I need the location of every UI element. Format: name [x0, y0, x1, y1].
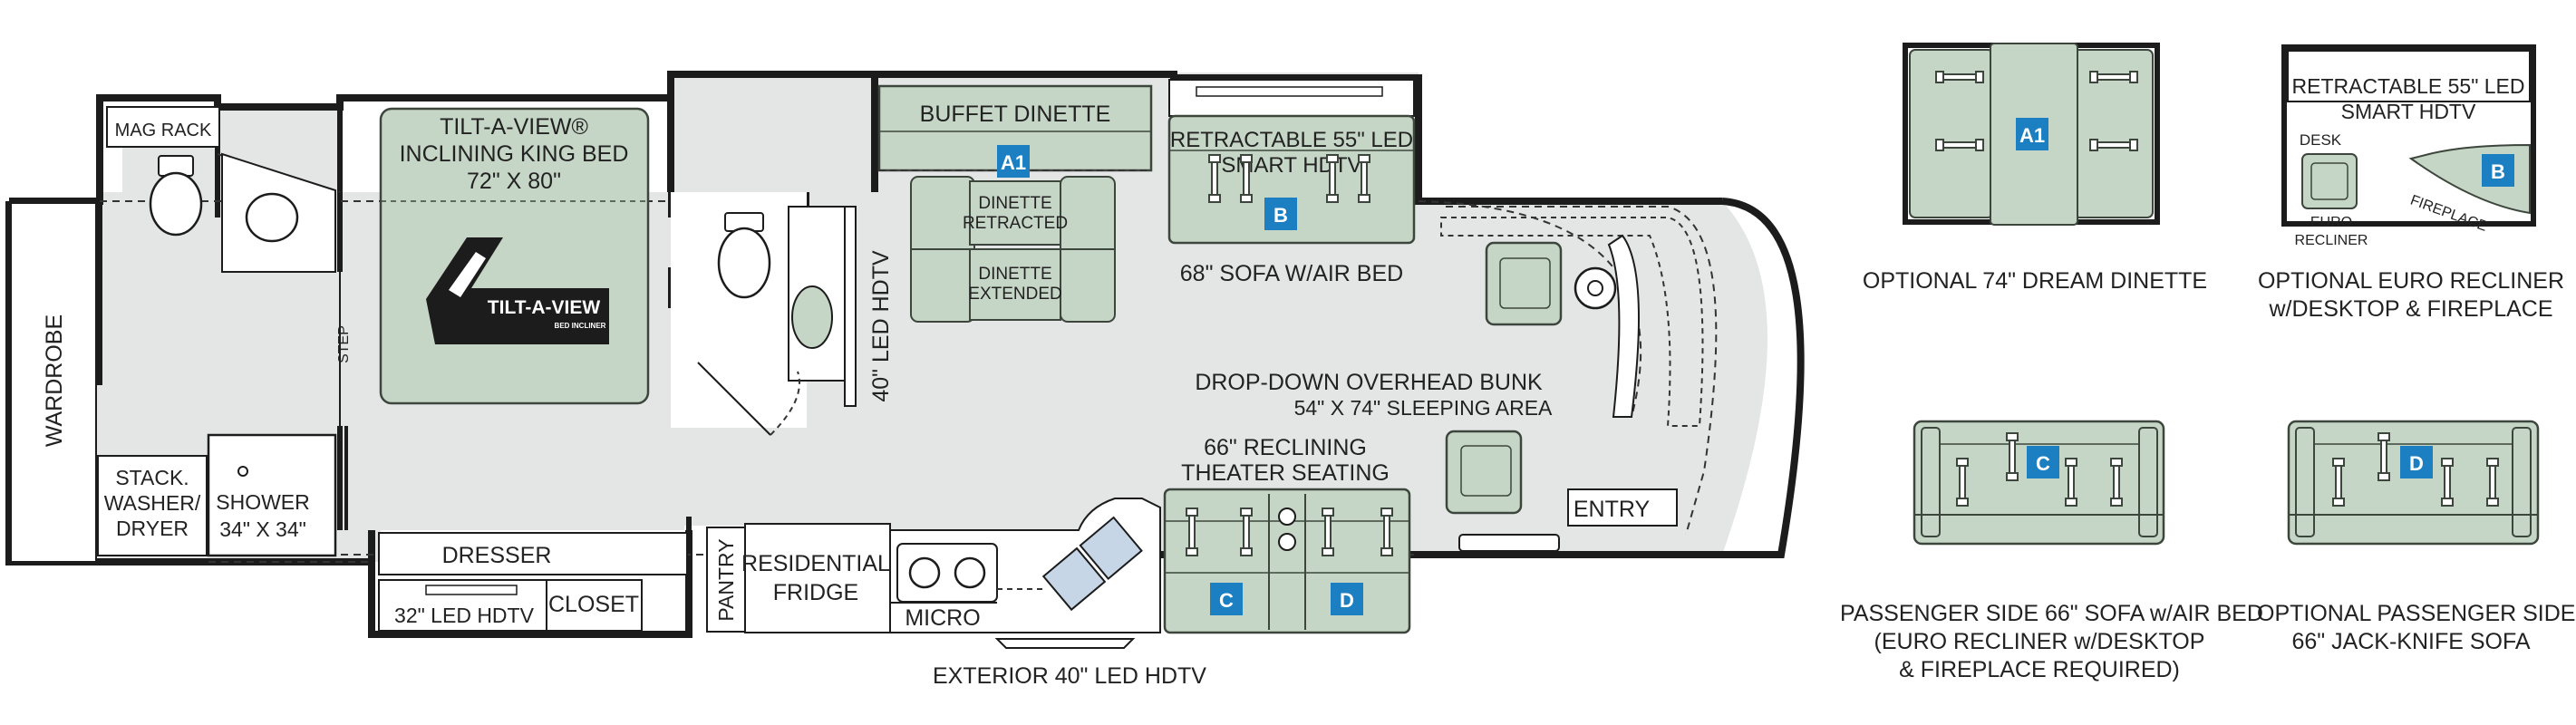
mag-rack [106, 106, 220, 148]
living-sofa: RETRACTABLE 55" LED SMART HDTV B 68" SOF… [1167, 79, 1416, 286]
dinette-retracted-1: DINETTE [978, 194, 1051, 213]
closet [546, 579, 643, 632]
option-sofa-caption: PASSENGER SIDE 66" SOFA w/AIR BED (EURO … [1840, 600, 2263, 684]
pantry-label: PANTRY [714, 538, 738, 621]
bed-label-line1: TILT-A-VIEW® [440, 114, 588, 140]
fridge-line2: FRIDGE [773, 580, 858, 605]
option-jackknife-badge: D [2409, 452, 2424, 475]
shower-line2: 34" X 34" [219, 517, 306, 541]
washer-line1: STACK. [115, 466, 189, 489]
option-jackknife-sofa: D [2287, 420, 2540, 546]
theater-line2: THEATER SEATING [1181, 460, 1390, 486]
tilt-a-view-logo: TILT-A-VIEW BED INCLINER [426, 237, 609, 344]
hall-tv-label: 40" LED HDTV [868, 250, 894, 402]
option-dinette-caption: OPTIONAL 74" DREAM DINETTE [1849, 267, 2221, 295]
badge-c: C [1219, 589, 1234, 612]
living-tv-line1: RETRACTABLE 55" LED [1170, 128, 1413, 152]
bedroom-tv-label: 32" LED HDTV [394, 604, 535, 627]
option-recliner-caption-line2: w/DESKTOP & FIREPLACE [2269, 296, 2553, 322]
option-dream-dinette: A1 [1903, 43, 2160, 226]
closet-label: CLOSET [548, 592, 639, 617]
galley-counter [889, 498, 1161, 633]
toilet [149, 155, 203, 237]
exterior-tv-label: EXTERIOR 40" LED HDTV [933, 663, 1206, 689]
wardrobe [10, 202, 97, 563]
bunk-line2: 54" X 74" SLEEPING AREA [1294, 396, 1553, 420]
option-recliner-tv-line2: SMART HDTV [2341, 100, 2476, 123]
option-sofa-caption-line3: & FIREPLACE REQUIRED) [1899, 657, 2180, 682]
dinette-retracted-2: RETRACTED [963, 214, 1068, 233]
option-recliner-caption-line1: OPTIONAL EURO RECLINER [2257, 268, 2565, 294]
option-dinette-caption-line: OPTIONAL 74" DREAM DINETTE [1862, 268, 2208, 294]
washer-line2: WASHER/ [104, 491, 201, 515]
entry-label: ENTRY [1574, 497, 1651, 522]
logo-text: TILT-A-VIEW [488, 297, 601, 318]
fridge-line1: RESIDENTIAL [741, 551, 890, 576]
cockpit [1440, 217, 1704, 552]
shower [207, 433, 337, 557]
buffet-dinette-label: BUFFET DINETTE [920, 102, 1111, 127]
step-label: STEP [336, 325, 352, 363]
washer-line3: DRYER [116, 517, 189, 540]
dresser-label: DRESSER [442, 543, 552, 568]
option-recliner-caption: OPTIONAL EURO RECLINER w/DESKTOP & FIREP… [2257, 267, 2565, 324]
option-recliner-desk: DESK [2300, 131, 2342, 149]
option-euro-recliner: RETRACTABLE 55" LED SMART HDTV DESK EURO… [2281, 44, 2536, 248]
option-jackknife-caption-line2: 66" JACK-KNIFE SOFA [2291, 629, 2531, 654]
badge-b: B [1273, 204, 1288, 227]
dinette-extended-1: DINETTE [978, 265, 1051, 284]
theater-seating: 66" RECLINING THEATER SEATING C D [1163, 435, 1411, 634]
theater-line1: 66" RECLINING [1204, 435, 1367, 460]
micro-label: MICRO [905, 605, 980, 631]
main-floorplan: MAG RACK WARDROBE STACK. WASHER/ DRYER S… [5, 71, 1805, 689]
dresser [378, 532, 688, 575]
option-sofa-caption-line2: (EURO RECLINER w/DESKTOP [1874, 629, 2205, 654]
option-passenger-sofa: C [1913, 420, 2165, 546]
shower-line1: SHOWER [216, 490, 310, 514]
sofa-label: 68" SOFA W/AIR BED [1180, 261, 1403, 286]
king-bed: TILT-A-VIEW® INCLINING KING BED 72" X 80… [379, 107, 650, 405]
option-recliner-badge: B [2491, 160, 2505, 183]
exterior-tv [994, 638, 1136, 649]
fridge [744, 523, 891, 633]
option-sofa-caption-line1: PASSENGER SIDE 66" SOFA w/AIR BED [1840, 601, 2263, 626]
option-recliner-euro-line1: EURO [2310, 215, 2352, 230]
washer-dryer [97, 455, 208, 556]
entry-step [1567, 488, 1678, 527]
wardrobe-label: WARDROBE [42, 314, 67, 447]
option-sofa-badge: C [2036, 452, 2050, 475]
badge-a1: A1 [1001, 151, 1026, 174]
option-jackknife-caption-line1: OPTIONAL PASSENGER SIDE [2257, 601, 2576, 626]
bed-label-line2: INCLINING KING BED [400, 141, 629, 167]
sink [221, 152, 336, 273]
badge-d: D [1340, 589, 1354, 612]
option-recliner-tv-line1: RETRACTABLE 55" LED [2292, 74, 2525, 98]
bunk-line1: DROP-DOWN OVERHEAD BUNK [1195, 370, 1543, 395]
bed-label-line3: 72" X 80" [467, 169, 561, 194]
option-dinette-badge: A1 [2019, 124, 2045, 147]
mid-bath [671, 192, 857, 436]
option-jackknife-caption: OPTIONAL PASSENGER SIDE 66" JACK-KNIFE S… [2257, 600, 2576, 656]
dinette-extended-2: EXTENDED [968, 285, 1061, 304]
mag-rack-label: MAG RACK [115, 121, 212, 140]
pantry [706, 527, 746, 633]
logo-subtext: BED INCLINER [555, 322, 606, 330]
buffet-dinette: BUFFET DINETTE A1 DINETTE RETRACTED DINE… [877, 84, 1153, 323]
option-recliner-euro-line2: RECLINER [2295, 233, 2368, 248]
